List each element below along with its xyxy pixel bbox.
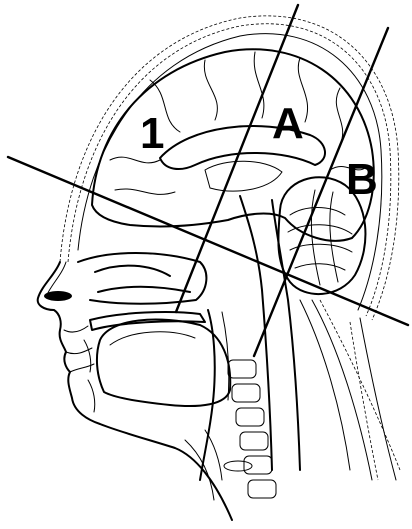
nasal-cavity xyxy=(78,253,206,304)
label-a: A xyxy=(272,99,304,148)
label-b: B xyxy=(346,155,378,204)
face-profile xyxy=(38,262,232,520)
brain-cerebrum xyxy=(92,49,374,240)
neck-posterior xyxy=(350,318,396,480)
oral-cavity-tongue xyxy=(84,312,230,412)
label-1: 1 xyxy=(140,109,164,158)
